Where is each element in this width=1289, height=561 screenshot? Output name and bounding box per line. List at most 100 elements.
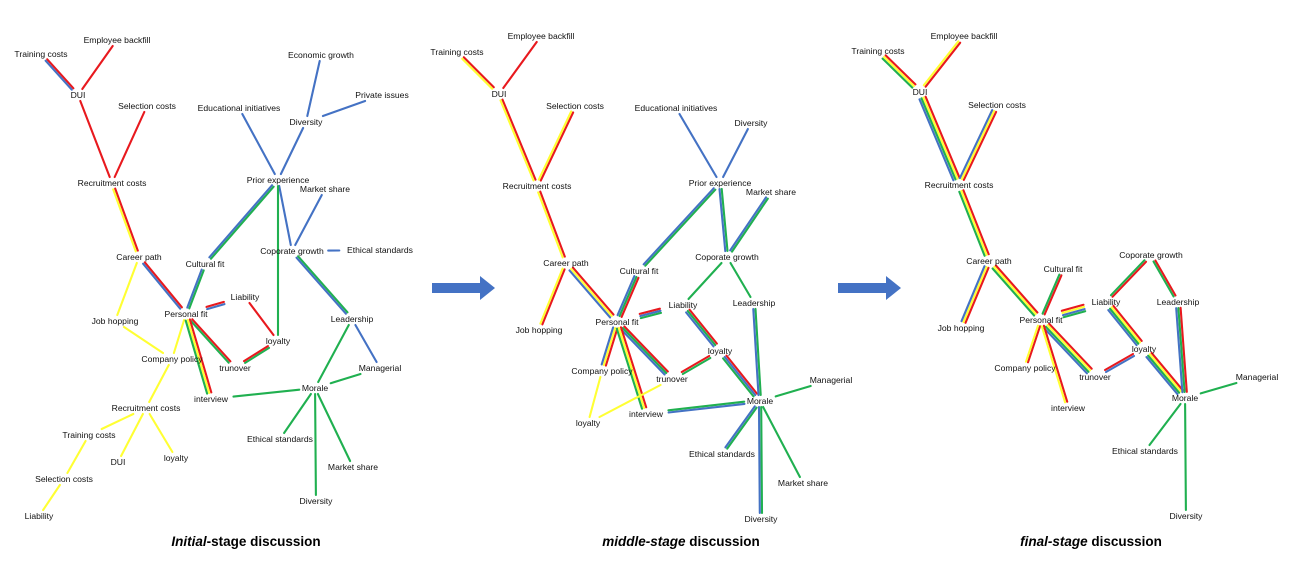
edge-strand-blue	[1061, 308, 1086, 317]
node-ms: Market share	[746, 187, 796, 197]
edge-strand-red	[248, 301, 275, 337]
edge-strand-red	[143, 261, 183, 309]
node-lead: Leadership	[331, 314, 374, 324]
node-es2: Ethical standards	[247, 434, 313, 444]
edge-loy-mor	[1145, 351, 1184, 396]
edge-tc-dui	[461, 56, 495, 90]
node-tc: Training costs	[430, 47, 483, 57]
edge-cf-pf	[1041, 273, 1063, 316]
edge-pf-lia	[638, 307, 663, 320]
edge-strand-blue	[241, 112, 276, 176]
edge-pf-lia	[1060, 303, 1087, 319]
edge-strand-blue	[724, 405, 756, 449]
arrow-right-icon	[838, 276, 901, 300]
edge-strand-red	[1179, 306, 1188, 393]
edge-strand-green	[881, 57, 914, 89]
node-eb: Employee backfill	[931, 31, 998, 41]
node-jh: Job hopping	[938, 323, 985, 333]
edge-strand-green	[232, 388, 301, 398]
edge-strand-red	[242, 345, 269, 363]
node-loy: loyalty	[708, 346, 733, 356]
edge-strand-yellow	[922, 96, 959, 180]
edge-strand-green	[762, 405, 801, 479]
edge-strand-green	[1177, 306, 1186, 394]
edge-strand-blue	[294, 193, 323, 247]
edge-strand-green	[1184, 402, 1187, 512]
edge-mor-div2	[757, 405, 764, 515]
edge-strand-yellow	[1024, 324, 1040, 363]
edge-pf-int	[1040, 324, 1069, 404]
edge-strand-yellow	[172, 318, 186, 355]
node-dui2: DUI	[111, 457, 126, 467]
edge-strand-green	[189, 319, 230, 364]
edge-tc2-sc2	[66, 439, 87, 475]
edge-strand-red	[638, 307, 661, 315]
edge-strand-green	[244, 346, 271, 364]
edge-cp-pf	[142, 261, 183, 310]
node-rc: Recruitment costs	[925, 180, 994, 190]
edge-strand-blue	[295, 256, 347, 315]
edge-strand-red	[79, 99, 111, 179]
edge-cg-lead	[729, 261, 752, 299]
edge-strand-red	[114, 187, 139, 252]
edge-strand-green	[618, 275, 638, 318]
edge-pf-cpol	[600, 326, 619, 367]
edge-strand-red	[541, 268, 566, 326]
caption-initial-stage: Initial-stage discussion	[171, 534, 320, 549]
node-ei: Educational initiatives	[198, 103, 281, 113]
edge-strand-green	[184, 319, 209, 395]
edge-tc-dui	[44, 58, 75, 91]
edge-layer	[461, 40, 812, 515]
edge-rc-cp	[112, 187, 139, 253]
node-pi: Private issues	[355, 90, 409, 100]
edge-strand-blue	[600, 326, 615, 366]
edge-strand-red	[205, 300, 225, 308]
node-es: Ethical standards	[347, 245, 413, 255]
edge-lia-loy	[1107, 304, 1143, 347]
edge-strand-red	[113, 110, 146, 179]
edge-strand-yellow	[570, 267, 613, 318]
node-sc2: Selection costs	[35, 474, 93, 484]
edge-strand-blue	[208, 184, 274, 259]
edge-rc-cp	[537, 190, 566, 259]
edge-strand-blue	[1107, 309, 1138, 347]
edge-cp-pf	[991, 264, 1039, 317]
edge-cg-lead	[1152, 259, 1177, 298]
edge-strand-green	[1147, 354, 1181, 394]
edge-pf-int	[184, 318, 213, 395]
edge-strand-blue	[620, 328, 666, 376]
node-dui: DUI	[492, 89, 507, 99]
edge-strand-blue	[206, 303, 226, 311]
edge-cg-lia	[687, 261, 723, 301]
edge-strand-blue	[667, 402, 746, 414]
edge-cg-lia	[1109, 259, 1148, 298]
edge-mgr-mor	[774, 384, 812, 398]
edge-strand-green	[754, 307, 762, 396]
edge-pf-trn	[620, 325, 669, 376]
node-dui: DUI	[913, 87, 928, 97]
edge-cp-jh	[539, 267, 566, 326]
edge-strand-red	[1048, 322, 1093, 370]
node-int: interview	[1051, 403, 1086, 413]
edge-strand-green	[681, 356, 712, 376]
edge-strand-yellow	[120, 412, 144, 458]
edge-eb-dui	[502, 40, 538, 90]
edge-strand-green	[730, 197, 769, 253]
edge-loy-mor	[722, 354, 758, 398]
edge-lead-mgr	[354, 323, 378, 364]
edge-strand-red	[501, 98, 537, 181]
node-div2: Diversity	[745, 514, 779, 524]
node-lia: Liability	[1092, 297, 1121, 307]
node-div: Diversity	[1170, 511, 1204, 521]
edge-cg-lead	[295, 255, 349, 315]
edge-strand-green	[1152, 260, 1175, 298]
edge-strand-green	[991, 267, 1036, 317]
edge-strand-blue	[1104, 354, 1136, 374]
node-jh: Job hopping	[516, 325, 563, 335]
edge-strand-blue	[321, 99, 367, 118]
edge-sc-rc	[958, 109, 998, 181]
edge-strand-red	[188, 318, 213, 394]
edge-strand-yellow	[1061, 305, 1086, 314]
edge-strand-green	[729, 261, 752, 299]
